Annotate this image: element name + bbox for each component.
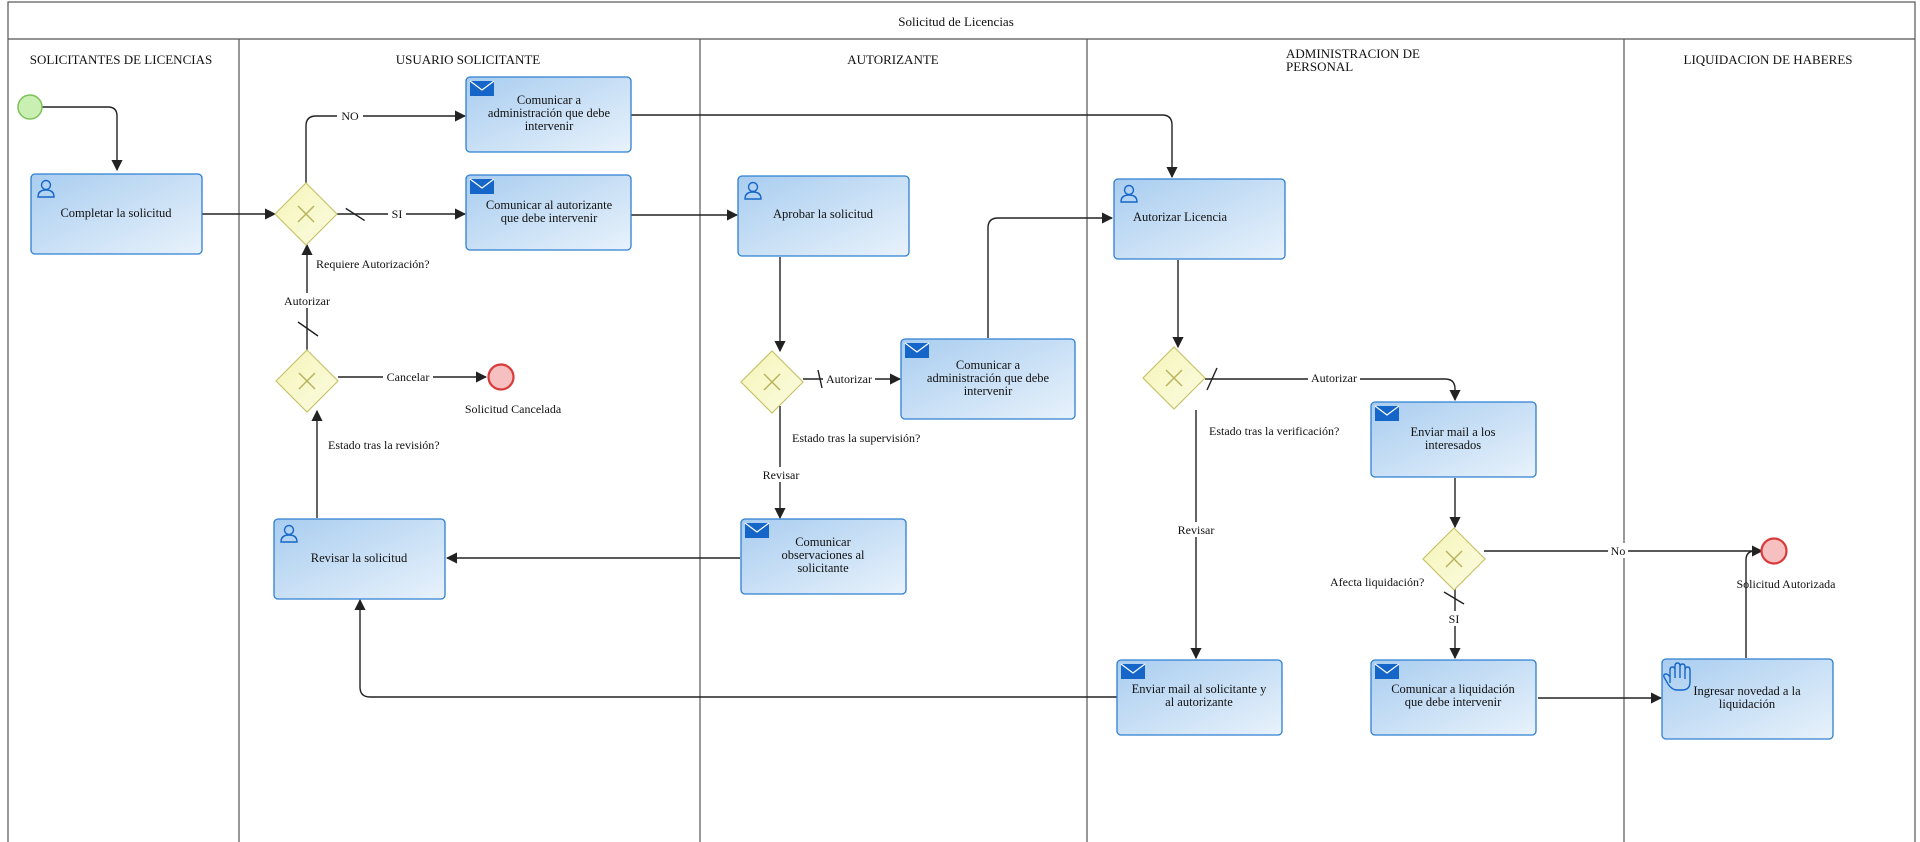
task-label: Comunicar bbox=[795, 535, 851, 549]
task-autorizar-licencia[interactable]: Autorizar Licencia bbox=[1113, 178, 1286, 260]
task-label: al autorizante bbox=[1165, 695, 1233, 709]
hand-icon bbox=[1663, 662, 1691, 691]
task-label: que debe intervenir bbox=[1405, 695, 1502, 709]
task-enviar-mail-solicitante[interactable]: Enviar mail al solicitante y al autoriza… bbox=[1116, 659, 1283, 736]
gateway-label: Estado tras la revisión? bbox=[328, 438, 440, 452]
task-comunicar-observaciones[interactable]: Comunicar observaciones al solicitante bbox=[740, 518, 907, 595]
task-label: que debe intervenir bbox=[501, 211, 598, 225]
flow-comunicar-admin-to-autorizar bbox=[631, 114, 1178, 179]
flow-label-autorizar: Autorizar bbox=[284, 294, 330, 308]
envelope-icon bbox=[1374, 405, 1400, 421]
gateway-label: Requiere Autorización? bbox=[316, 257, 430, 271]
task-label: administración que debe bbox=[488, 106, 611, 120]
lane-title-autorizante: AUTORIZANTE bbox=[847, 52, 939, 67]
start-event[interactable] bbox=[17, 94, 43, 120]
task-revisar-solicitud[interactable]: Revisar la solicitud bbox=[273, 518, 446, 600]
task-label: Revisar la solicitud bbox=[311, 551, 408, 565]
pool: Solicitud de Licencias SOLICITANTES DE L… bbox=[7, 1, 1916, 842]
task-label: liquidación bbox=[1719, 697, 1776, 711]
task-label: intervenir bbox=[964, 384, 1013, 398]
task-label: Enviar mail a los bbox=[1410, 425, 1495, 439]
end-event-cancelada[interactable] bbox=[487, 363, 515, 391]
envelope-icon bbox=[469, 178, 495, 194]
gateway-estado-revision[interactable] bbox=[275, 349, 339, 413]
flow-label-no: NO bbox=[341, 109, 359, 123]
end-event-autorizada[interactable] bbox=[1760, 537, 1788, 565]
user-icon bbox=[1120, 184, 1138, 203]
task-label: Comunicar a liquidación bbox=[1391, 682, 1515, 696]
flow-label-si: SI bbox=[392, 207, 403, 221]
task-label: solicitante bbox=[797, 561, 849, 575]
flow-label-revisar: Revisar bbox=[763, 468, 800, 482]
lane-title-admin-line1: ADMINISTRACION DE bbox=[1286, 46, 1420, 61]
task-completar-solicitud[interactable]: Completar la solicitud bbox=[30, 173, 203, 255]
task-label: Completar la solicitud bbox=[60, 206, 172, 220]
task-comunicar-autorizante[interactable]: Comunicar al autorizante que debe interv… bbox=[465, 174, 632, 251]
task-label: Aprobar la solicitud bbox=[773, 207, 874, 221]
flow-label-no: No bbox=[1611, 544, 1626, 558]
task-label: Comunicar al autorizante bbox=[486, 198, 613, 212]
task-comunicar-liquidacion[interactable]: Comunicar a liquidación que debe interve… bbox=[1370, 659, 1537, 736]
user-icon bbox=[280, 524, 298, 543]
envelope-icon bbox=[904, 342, 930, 358]
end-event-autorizada-label: Solicitud Autorizada bbox=[1737, 577, 1837, 591]
task-comunicar-administracion[interactable]: Comunicar a administración que debe inte… bbox=[900, 338, 1076, 420]
task-label: Comunicar a bbox=[517, 93, 582, 107]
flow-no bbox=[305, 110, 467, 184]
flow-comunicar-admin2-to-autorizar bbox=[987, 212, 1114, 338]
flow-mail-solicitante-to-revisar bbox=[354, 598, 1117, 698]
gateway-requiere-autorizacion[interactable] bbox=[274, 182, 338, 246]
task-label: intervenir bbox=[525, 119, 574, 133]
task-comunicar-administracion[interactable]: Comunicar a administración que debe inte… bbox=[465, 76, 632, 153]
flow-labels: NO SI Autorizar Cancelar Autorizar Revis… bbox=[280, 108, 1628, 626]
lane-title-liquidacion: LIQUIDACION DE HABERES bbox=[1684, 52, 1853, 67]
envelope-icon bbox=[744, 522, 770, 538]
gateway-estado-supervision[interactable] bbox=[740, 350, 804, 414]
gateway-label: Estado tras la verificación? bbox=[1209, 424, 1339, 438]
task-label: Ingresar novedad a la bbox=[1693, 684, 1801, 698]
lane-title-usuario: USUARIO SOLICITANTE bbox=[396, 52, 541, 67]
default-flow-mark bbox=[1206, 367, 1218, 391]
envelope-icon bbox=[1120, 663, 1146, 679]
default-flow-mark bbox=[297, 321, 319, 337]
end-event-cancelada-label: Solicitud Cancelada bbox=[465, 402, 562, 416]
gateways: Requiere Autorización? Estado tras la re… bbox=[274, 182, 1486, 591]
gateway-label: Estado tras la supervisión? bbox=[792, 431, 920, 445]
task-aprobar-solicitud[interactable]: Aprobar la solicitud bbox=[737, 175, 910, 257]
task-label: observaciones al bbox=[782, 548, 865, 562]
user-icon bbox=[744, 181, 762, 200]
task-label: Comunicar a bbox=[956, 358, 1021, 372]
task-label: interesados bbox=[1425, 438, 1481, 452]
flow-label-autorizar: Autorizar bbox=[826, 372, 872, 386]
user-icon bbox=[37, 179, 55, 198]
flow-start-to-completar bbox=[42, 106, 123, 172]
task-ingresar-novedad[interactable]: Ingresar novedad a la liquidación bbox=[1661, 658, 1834, 740]
pool-title: Solicitud de Licencias bbox=[898, 14, 1014, 29]
gateway-afecta-liquidacion[interactable] bbox=[1422, 527, 1486, 591]
envelope-icon bbox=[469, 80, 495, 96]
flow-label-si: SI bbox=[1449, 612, 1460, 626]
gateway-estado-verificacion[interactable] bbox=[1142, 346, 1206, 410]
task-enviar-mail-interesados[interactable]: Enviar mail a los interesados bbox=[1370, 401, 1537, 478]
default-flow-mark bbox=[1443, 591, 1465, 605]
lane-title-solicitantes: SOLICITANTES DE LICENCIAS bbox=[30, 52, 212, 67]
flow-label-cancelar: Cancelar bbox=[387, 370, 430, 384]
default-flow-mark bbox=[345, 207, 366, 222]
events: Solicitud Cancelada Solicitud Autorizada bbox=[17, 94, 1837, 591]
flow-ingresar-to-end bbox=[1745, 550, 1762, 658]
flow-autorizar-verificacion bbox=[1205, 378, 1461, 402]
flow-label-autorizar: Autorizar bbox=[1311, 371, 1357, 385]
default-flow-mark bbox=[817, 369, 823, 389]
task-label: Enviar mail al solicitante y bbox=[1132, 682, 1267, 696]
tasks: Completar la solicitud Comunicar a admin… bbox=[30, 76, 1834, 740]
lane-title-admin-line2: PERSONAL bbox=[1286, 59, 1353, 74]
task-label: Autorizar Licencia bbox=[1133, 210, 1227, 224]
gateway-label: Afecta liquidación? bbox=[1330, 575, 1424, 589]
task-label: administración que debe bbox=[927, 371, 1050, 385]
envelope-icon bbox=[1374, 663, 1400, 679]
pool-border bbox=[7, 1, 1916, 842]
flow-label-revisar: Revisar bbox=[1178, 523, 1215, 537]
